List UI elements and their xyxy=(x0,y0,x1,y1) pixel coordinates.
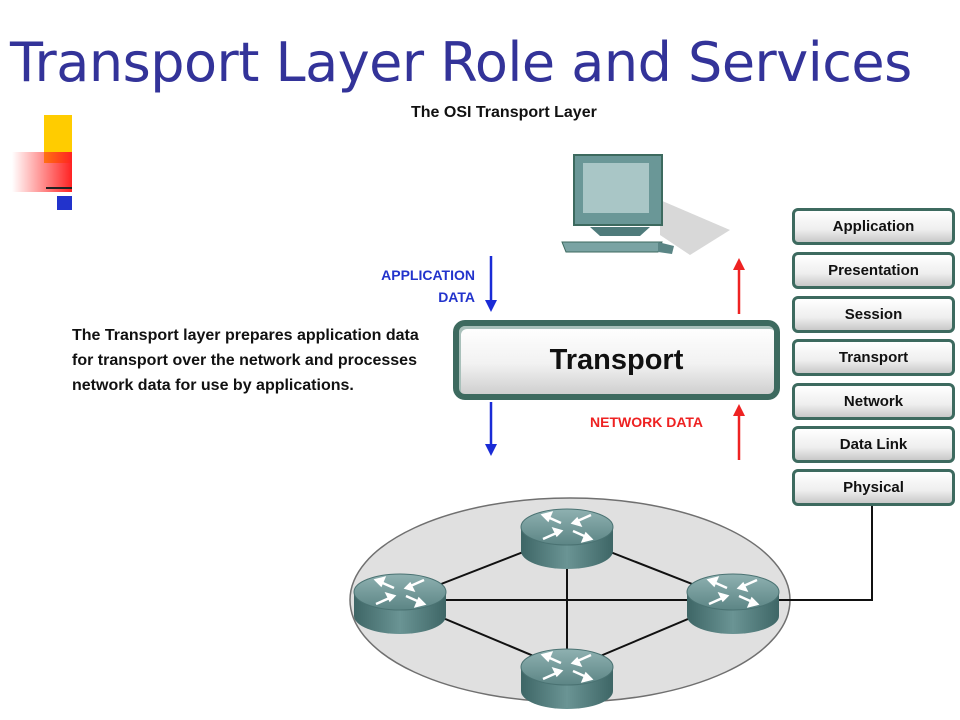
osi-layer-session: Session xyxy=(792,296,955,333)
osi-layer-physical: Physical xyxy=(792,469,955,506)
application-data-label: APPLICATION DATA xyxy=(381,267,475,305)
application-data-arrow-down xyxy=(485,256,497,312)
osi-layer-network: Network xyxy=(792,383,955,420)
diagram-subtitle: The OSI Transport Layer xyxy=(411,104,597,121)
network-data-arrow-up xyxy=(733,404,745,460)
osi-layer-transport: Transport xyxy=(792,339,955,376)
router-icon xyxy=(519,647,615,710)
transport-description: The Transport layer prepares application… xyxy=(72,327,419,394)
osi-layer-presentation: Presentation xyxy=(792,252,955,289)
router-icon xyxy=(352,572,448,635)
osi-layer-data-link: Data Link xyxy=(792,426,955,463)
network-direction-arrow-down xyxy=(485,402,497,456)
page-title: Transport Layer Role and Services xyxy=(10,31,912,94)
router-icon xyxy=(519,507,615,570)
slide-decoration xyxy=(0,110,80,215)
network-data-label: NETWORK DATA xyxy=(590,414,704,430)
computer-icon xyxy=(561,154,730,255)
transport-layer-box: Transport xyxy=(453,320,780,400)
router-icon xyxy=(685,572,781,635)
application-direction-arrow-up xyxy=(733,258,745,314)
osi-layer-application: Application xyxy=(792,208,955,245)
